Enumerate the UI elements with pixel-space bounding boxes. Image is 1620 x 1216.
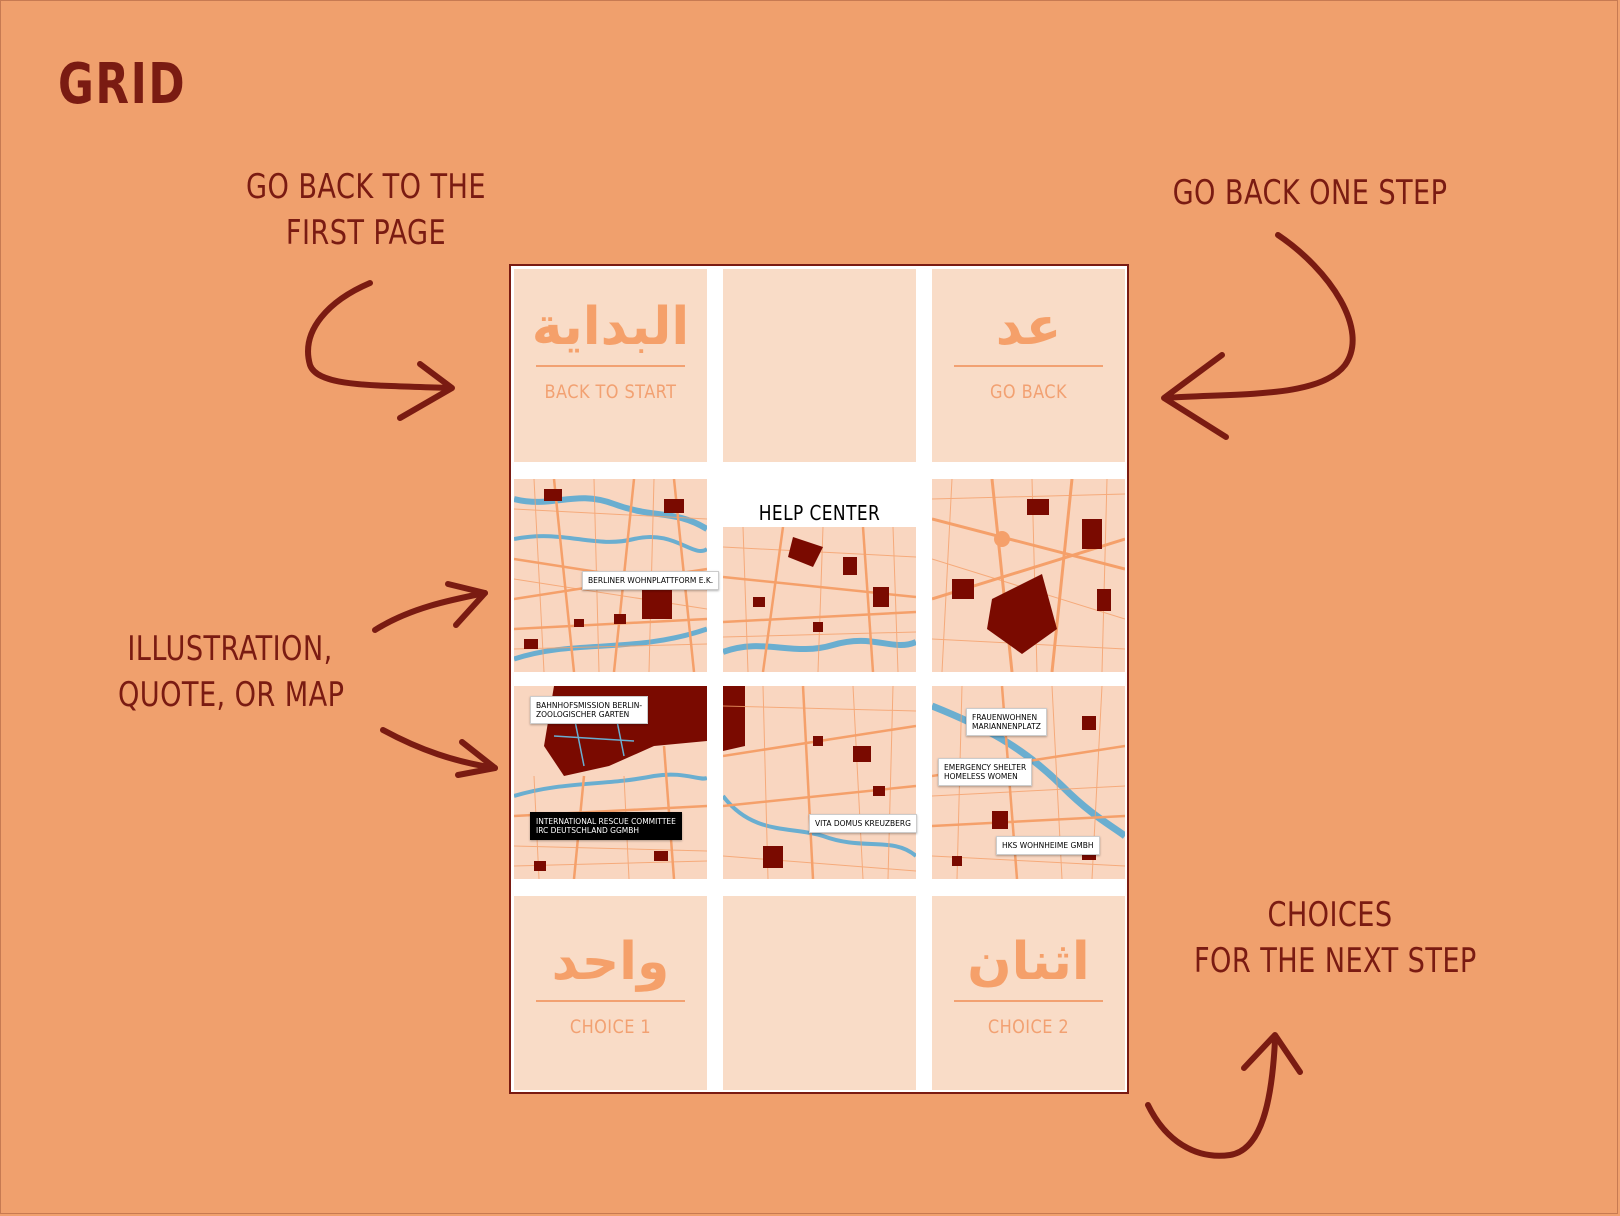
map-label-hks[interactable]: HKS WOHNHEIME GMBH [996, 836, 1100, 855]
back-to-start-label: BACK TO START [544, 381, 677, 403]
map-tile: FRAUENWOHNEN MARIANNENPLATZ EMERGENCY SH… [932, 686, 1125, 879]
divider [954, 365, 1103, 367]
annotation-illustration: ILLUSTRATION, QUOTE, OR MAP [118, 629, 345, 715]
map-illustration [723, 527, 916, 672]
map-label-frauenwohnen[interactable]: FRAUENWOHNEN MARIANNENPLATZ [966, 708, 1047, 736]
divider [536, 365, 685, 367]
map-label-bahnhofsmission[interactable]: BAHNHOFSMISSION BERLIN- ZOOLOGISCHER GAR… [530, 696, 649, 724]
map-illustration [932, 479, 1125, 672]
help-center-tile: HELP CENTER [723, 479, 916, 672]
grid-panel: البداية BACK TO START عد GO BACK [509, 264, 1129, 1094]
map-tile: BERLINER WOHNPLATTFORM E.K. [514, 479, 720, 672]
annotation-choices: CHOICES FOR THE NEXT STEP [1194, 895, 1477, 981]
go-back-label: GO BACK [989, 381, 1068, 403]
choice-1-arabic: واحد [551, 932, 670, 992]
map-illustration [723, 686, 916, 879]
choice-2-button[interactable]: اثنان CHOICE 2 [932, 896, 1125, 1090]
map-tile: BAHNHOFSMISSION BERLIN- ZOOLOGISCHER GAR… [514, 686, 707, 879]
go-back-button[interactable]: عد GO BACK [932, 269, 1125, 462]
choice-1-button[interactable]: واحد CHOICE 1 [514, 896, 707, 1090]
divider [954, 1000, 1103, 1002]
annotation-first-page: GO BACK TO THE FIRST PAGE [246, 167, 486, 253]
back-to-start-arabic: البداية [531, 297, 690, 357]
map-label-vita-domus[interactable]: VITA DOMUS KREUZBERG [809, 814, 917, 833]
annotation-one-step: GO BACK ONE STEP [1172, 173, 1448, 213]
map-label-emergency-shelter[interactable]: EMERGENCY SHELTER HOMELESS WOMEN [938, 758, 1033, 786]
go-back-arabic: عد [995, 297, 1062, 357]
map-tile: VITA DOMUS KREUZBERG [723, 686, 917, 879]
page-title: GRID [58, 52, 187, 117]
help-center-title: HELP CENTER [758, 501, 881, 525]
choice-2-arabic: اثنان [967, 932, 1090, 992]
map-label-irc[interactable]: INTERNATIONAL RESCUE COMMITTEE IRC DEUTS… [530, 812, 682, 840]
empty-cell-bottom [723, 896, 916, 1090]
empty-cell-top [723, 269, 916, 462]
map-tile [932, 479, 1125, 672]
back-to-start-button[interactable]: البداية BACK TO START [514, 269, 707, 462]
choice-2-label: CHOICE 2 [987, 1016, 1070, 1038]
divider [536, 1000, 685, 1002]
map-label-wohnplattform[interactable]: BERLINER WOHNPLATTFORM E.K. [582, 571, 720, 590]
choice-1-label: CHOICE 1 [569, 1016, 652, 1038]
